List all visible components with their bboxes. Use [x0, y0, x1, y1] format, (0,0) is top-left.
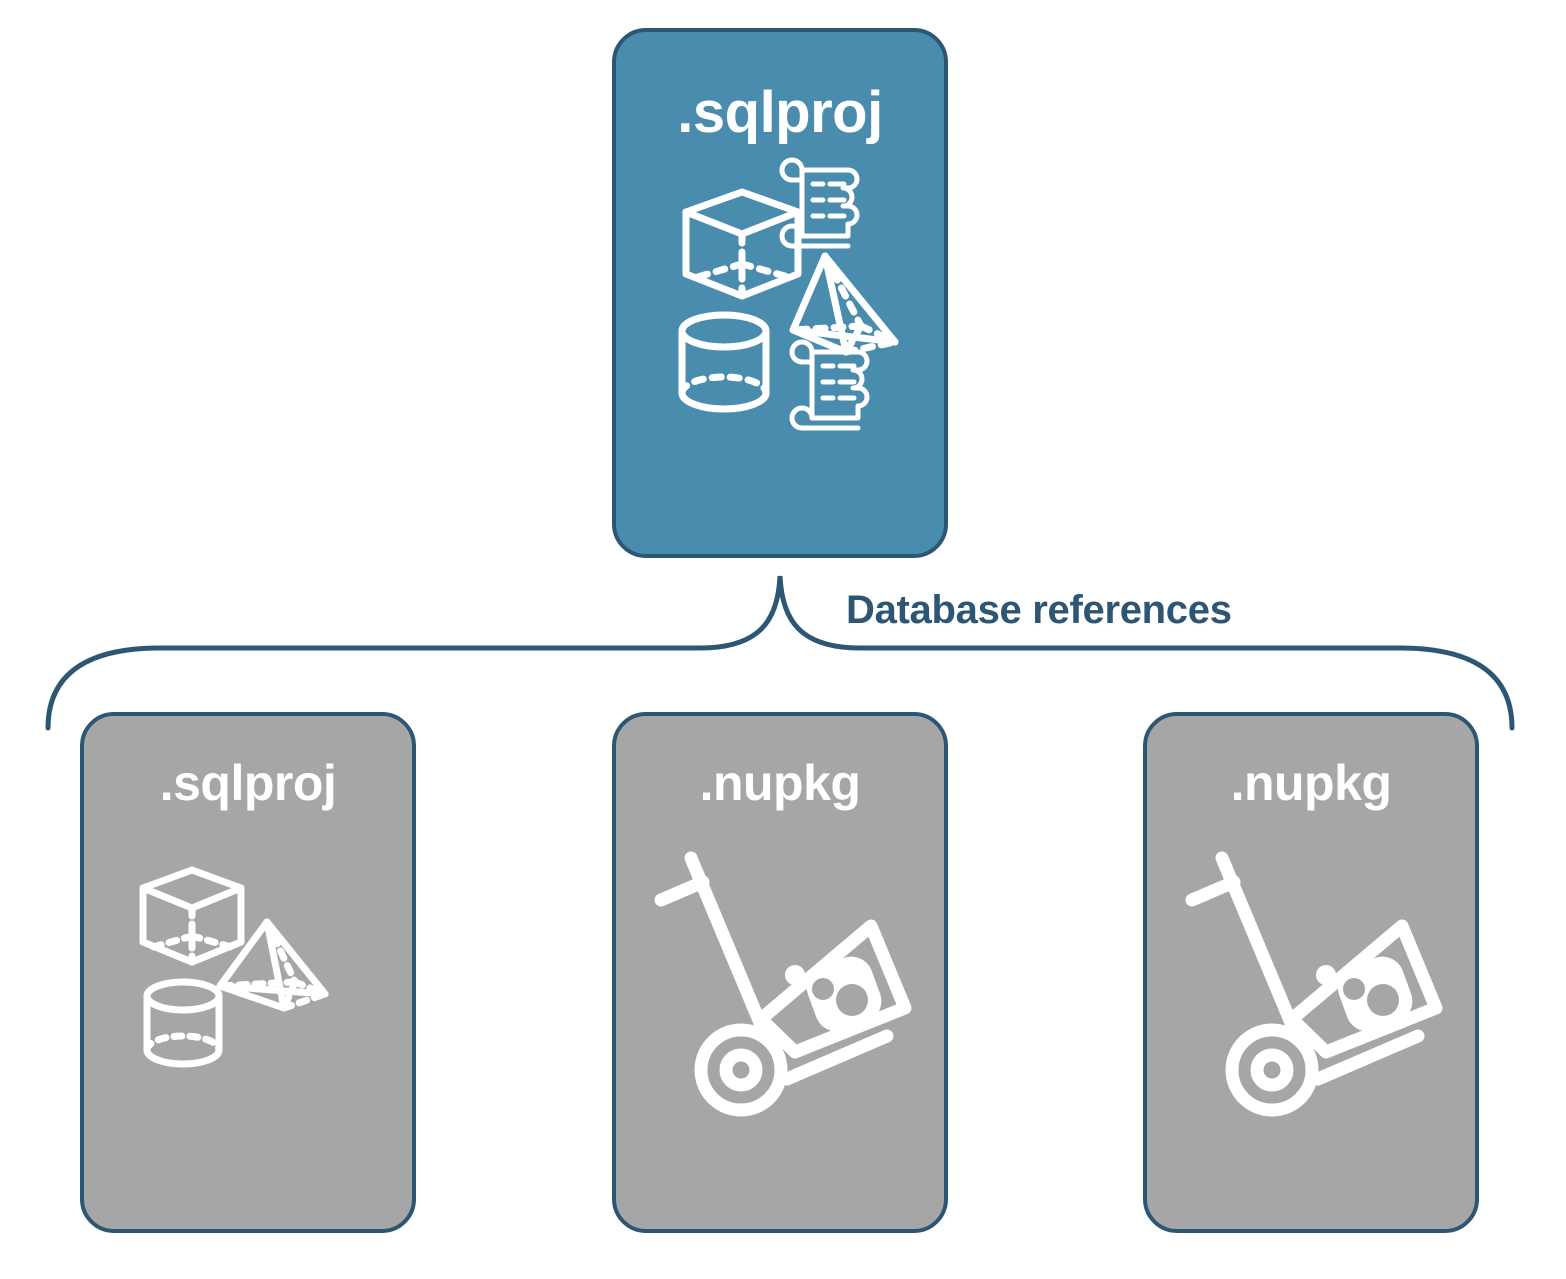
cube-icon — [139, 866, 245, 966]
cylinder-icon — [143, 978, 223, 1068]
node-root-title: .sqlproj — [677, 80, 883, 145]
node-child-sqlproj[interactable]: .sqlproj — [80, 712, 416, 1233]
pyramid-icon — [216, 918, 329, 1012]
brace-path — [45, 575, 1515, 731]
cylinder-icon — [678, 311, 770, 413]
pyramid-icon — [789, 252, 899, 356]
scroll-icon — [789, 339, 870, 431]
node-child-nupkg-2-title: .nupkg — [1230, 755, 1392, 811]
node-child-sqlproj-artwork — [129, 856, 339, 1086]
node-child-nupkg-2-artwork — [1166, 834, 1456, 1124]
connector-label-database-references: Database references — [846, 588, 1232, 632]
node-child-nupkg-1[interactable]: .nupkg — [612, 712, 948, 1233]
node-root-sqlproj[interactable]: .sqlproj — [612, 28, 948, 558]
node-child-sqlproj-title: .sqlproj — [159, 755, 337, 811]
node-child-nupkg-1-title: .nupkg — [699, 755, 861, 811]
hand-truck-package-icon — [1185, 851, 1443, 1117]
cube-icon — [682, 188, 802, 300]
scroll-icon — [779, 157, 860, 249]
node-child-nupkg-1-artwork — [635, 834, 925, 1124]
node-root-artwork — [650, 156, 910, 436]
hand-truck-package-icon — [654, 851, 912, 1117]
node-child-nupkg-2[interactable]: .nupkg — [1143, 712, 1479, 1233]
